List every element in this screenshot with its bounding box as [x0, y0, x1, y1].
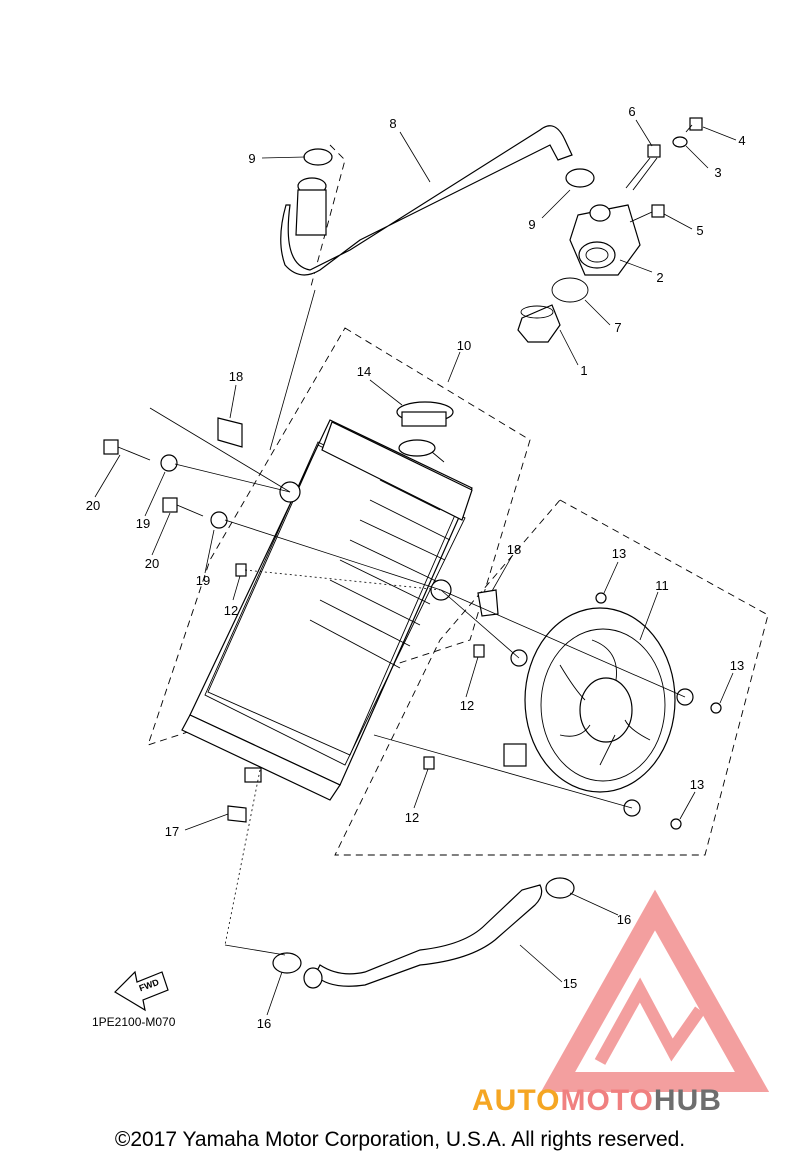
callout-20a: 20	[86, 498, 100, 513]
radiator	[181, 419, 473, 801]
drain-cap-17	[227, 805, 247, 823]
callout-18a: 18	[229, 369, 243, 384]
callout-8: 8	[389, 116, 396, 131]
callout-10: 10	[457, 338, 471, 353]
diagram-code: 1PE2100-M070	[92, 1015, 176, 1029]
cooling-fan	[503, 607, 694, 817]
callout-9a: 9	[248, 151, 255, 166]
callout-6: 6	[628, 104, 635, 119]
callout-12b: 12	[460, 698, 474, 713]
bolt-4	[685, 117, 703, 133]
hose-bracket-outline	[309, 144, 346, 291]
callout-11: 11	[655, 578, 669, 593]
thermostat	[517, 304, 561, 343]
thermostat-housing	[569, 204, 641, 276]
radiator-cap	[396, 401, 454, 463]
watermark-part-auto: AUTO	[472, 1084, 561, 1117]
grommet-18a	[217, 417, 243, 448]
o-ring	[551, 277, 589, 303]
bolt-20b	[162, 497, 204, 517]
upper-radiator-hose	[280, 125, 573, 276]
hose-clamp-16b	[272, 952, 302, 974]
hose-clamp-9a	[303, 148, 333, 166]
collar-19a	[160, 454, 178, 472]
screw-13b	[710, 702, 722, 714]
grommet-18b	[477, 589, 499, 617]
fan-assembly-outline	[334, 499, 769, 856]
screw-13a	[595, 592, 607, 604]
watermark-part-moto: MOTO	[560, 1084, 654, 1117]
bolt-5	[629, 204, 665, 223]
callout-7: 7	[614, 320, 621, 335]
callout-19b: 19	[196, 573, 210, 588]
watermark-wordmark: AUTOMOTOHUB	[472, 1084, 722, 1118]
callout-13a: 13	[612, 546, 626, 561]
callout-4: 4	[738, 133, 745, 148]
nut-12b	[473, 644, 485, 658]
callout-13c: 13	[690, 777, 704, 792]
callout-18b: 18	[507, 542, 521, 557]
callout-1: 1	[580, 363, 587, 378]
callout-16b: 16	[257, 1016, 271, 1031]
washer-3	[672, 136, 688, 148]
callout-12a: 12	[224, 603, 238, 618]
copyright-notice: ©2017 Yamaha Motor Corporation, U.S.A. A…	[114, 1128, 686, 1151]
nut-12a	[235, 563, 247, 577]
callout-2: 2	[656, 270, 663, 285]
callout-9b: 9	[528, 217, 535, 232]
callout-20b: 20	[145, 556, 159, 571]
hose-clamp-16a	[545, 877, 575, 899]
collar-19b	[210, 511, 228, 529]
nut-12c	[423, 756, 435, 770]
watermark-logo	[540, 889, 770, 1092]
callout-5: 5	[696, 223, 703, 238]
callout-3: 3	[714, 165, 721, 180]
screw-13c	[670, 818, 682, 830]
bolt-6	[625, 144, 661, 191]
lower-radiator-hose	[303, 884, 543, 989]
callout-17: 17	[165, 824, 179, 839]
callout-19a: 19	[136, 516, 150, 531]
callout-leaders	[94, 119, 737, 1016]
callout-14: 14	[357, 364, 371, 379]
watermark-part-hub: HUB	[653, 1084, 722, 1117]
callout-13b: 13	[730, 658, 744, 673]
callout-15: 15	[563, 976, 577, 991]
callout-12c: 12	[405, 810, 419, 825]
hose-clamp-9b	[565, 168, 595, 188]
fwd-arrow-icon: FWD	[114, 970, 169, 1012]
callout-16a: 16	[617, 912, 631, 927]
bolt-20a	[103, 439, 151, 461]
